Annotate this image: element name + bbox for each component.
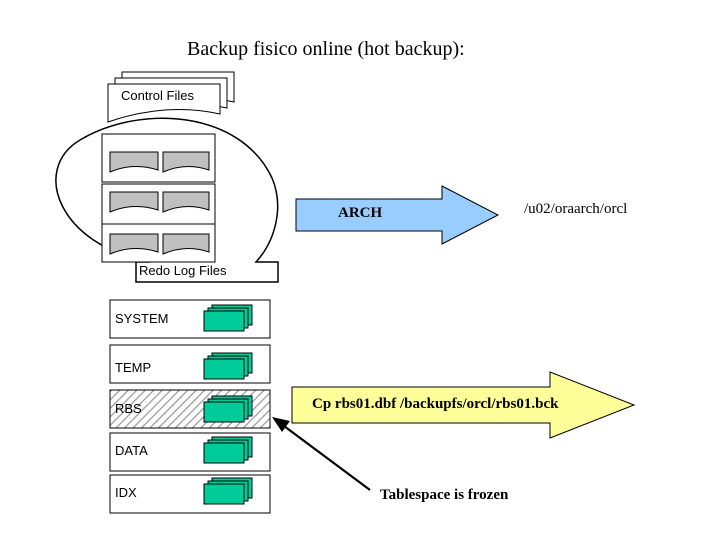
redo-log-member: [109, 233, 159, 255]
datafile-stack-rbs: [203, 395, 253, 423]
redo-log-member: [162, 191, 210, 213]
copy-arrow: [291, 371, 636, 439]
frozen-pointer: [272, 417, 371, 491]
archive-destination: /u02/oraarch/orcl: [524, 201, 628, 217]
datafile-stacks: [203, 304, 253, 505]
redo-log-member: [109, 191, 159, 213]
control-files-stack: [107, 71, 235, 123]
datafile-stack-idx: [203, 477, 253, 505]
redo-log-member: [162, 233, 210, 255]
redo-log-member: [109, 151, 159, 173]
arch-arrow: [295, 185, 500, 245]
copy-command-label: Cp rbs01.dbf /backupfs/orcl/rbs01.bck: [312, 396, 559, 412]
arch-label: ARCH: [338, 205, 383, 221]
control-file-document: [107, 83, 221, 123]
frozen-annotation: Tablespace is frozen: [380, 487, 509, 503]
redo-log-member: [162, 151, 210, 173]
datafile-stack-temp: [203, 352, 253, 380]
redo-log-groups: [101, 133, 216, 263]
tablespace-label-temp: TEMP: [115, 360, 152, 375]
datafile-stack-system: [203, 304, 253, 332]
tablespace-label-data: DATA: [115, 443, 148, 458]
tablespace-label-system: SYSTEM: [115, 311, 169, 326]
control-files-label: Control Files: [121, 88, 194, 103]
redo-log-label: Redo Log Files: [139, 263, 227, 278]
tablespace-label-rbs: RBS: [115, 401, 142, 416]
diagram-title: Backup fisico online (hot backup):: [187, 38, 465, 60]
tablespace-label-idx: IDX: [115, 485, 137, 500]
datafile-stack-data: [203, 436, 253, 464]
